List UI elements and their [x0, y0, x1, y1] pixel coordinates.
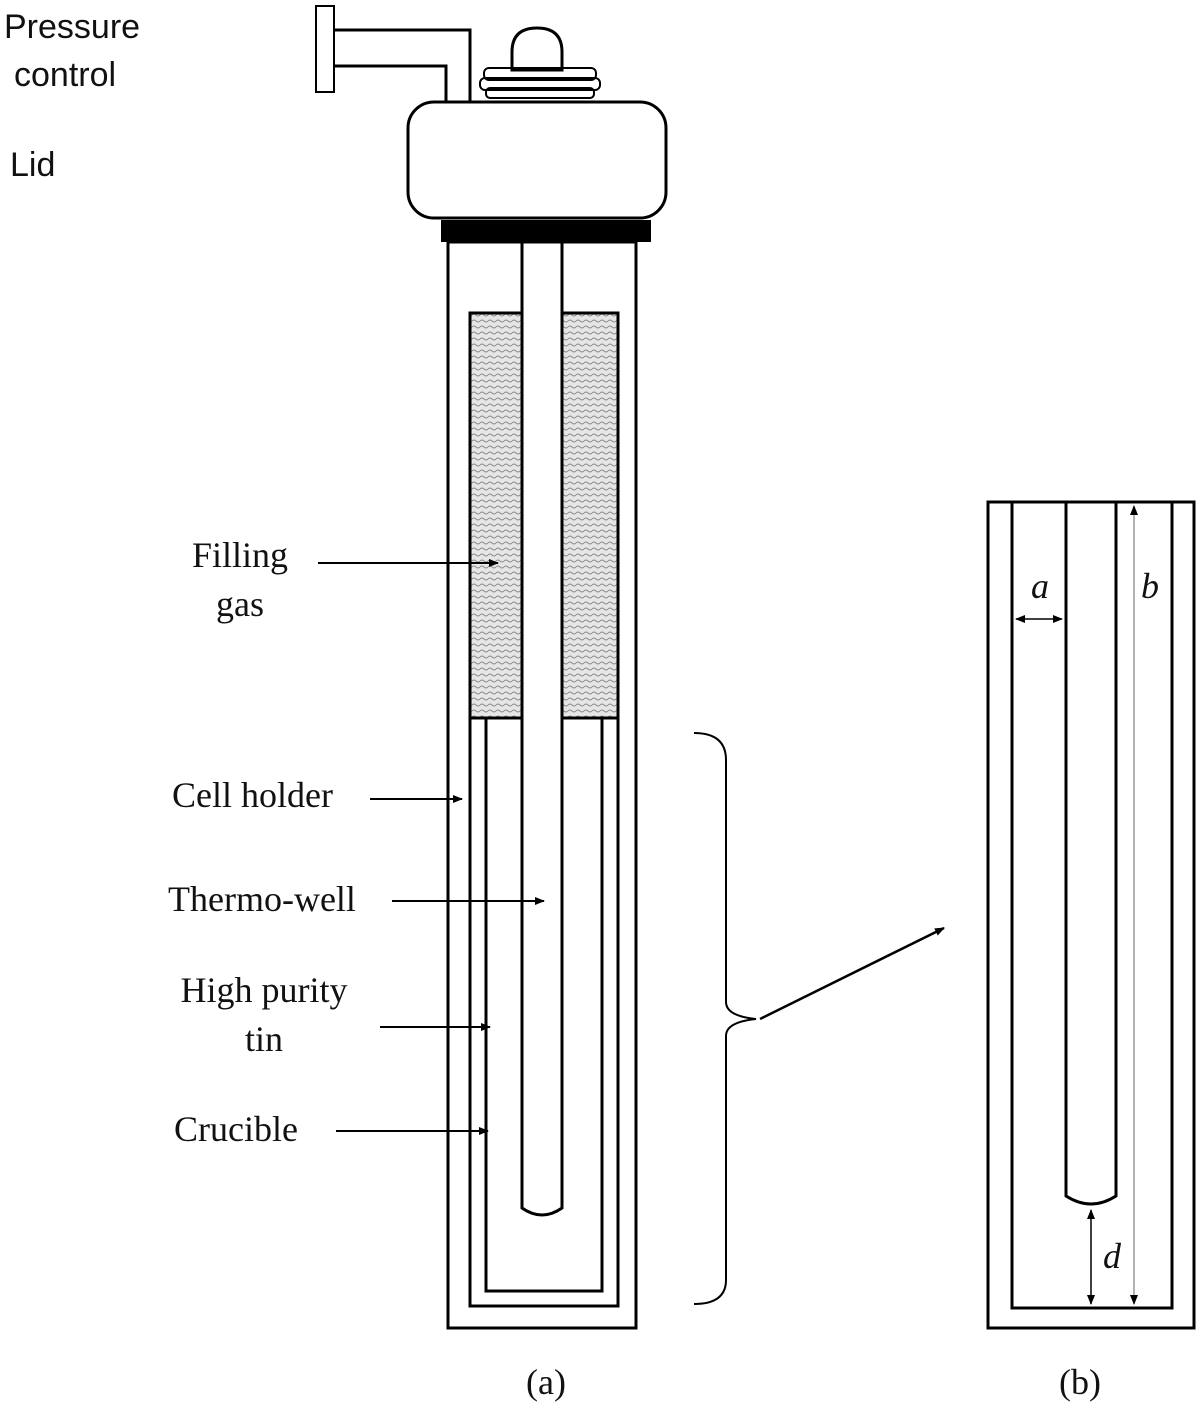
crucible-label: Crucible [174, 1109, 298, 1149]
lid-dome-knob [479, 26, 601, 99]
panel-a-caption: (a) [526, 1362, 566, 1402]
inner-holder-lining [468, 718, 620, 1308]
cell-holder-label: Cell holder [172, 775, 333, 815]
detail-pointer-arrow [759, 926, 945, 1021]
filling-gas-right [560, 311, 620, 720]
cell-holder-tube [446, 240, 638, 1330]
pressure-control-valve [315, 5, 472, 102]
filling-gas-label-line1: Filling [192, 535, 288, 575]
dimension-b-label: b [1141, 566, 1159, 606]
filling-gas-label-line2: gas [216, 584, 264, 624]
label-leaders [318, 559, 545, 1135]
dimension-d-label: d [1103, 1236, 1122, 1276]
panel-b-caption: (b) [1059, 1362, 1101, 1402]
high-purity-tin-label-line1: High purity [181, 970, 348, 1010]
pressure-control-label-line2: control [14, 56, 116, 94]
high-purity-tin-label-line2: tin [245, 1019, 283, 1059]
seal-ring [441, 220, 651, 242]
filling-gas-left [468, 311, 524, 720]
thermo-well-tube [520, 242, 564, 1217]
thermo-well-label: Thermo-well [168, 879, 356, 919]
pressure-control-label-line1: Pressure [4, 8, 140, 46]
detail-crucible-wall [1010, 502, 1174, 1310]
detail-thermo-well [1064, 502, 1118, 1206]
detail-holder-wall [986, 500, 1196, 1330]
lid [406, 100, 668, 220]
dimension-a-label: a [1031, 566, 1049, 606]
detail-bracket [693, 732, 757, 1305]
panel-a-drawing [315, 5, 945, 1330]
lid-label: Lid [10, 146, 55, 184]
panel-b-detail [986, 500, 1196, 1330]
crucible [484, 718, 604, 1293]
